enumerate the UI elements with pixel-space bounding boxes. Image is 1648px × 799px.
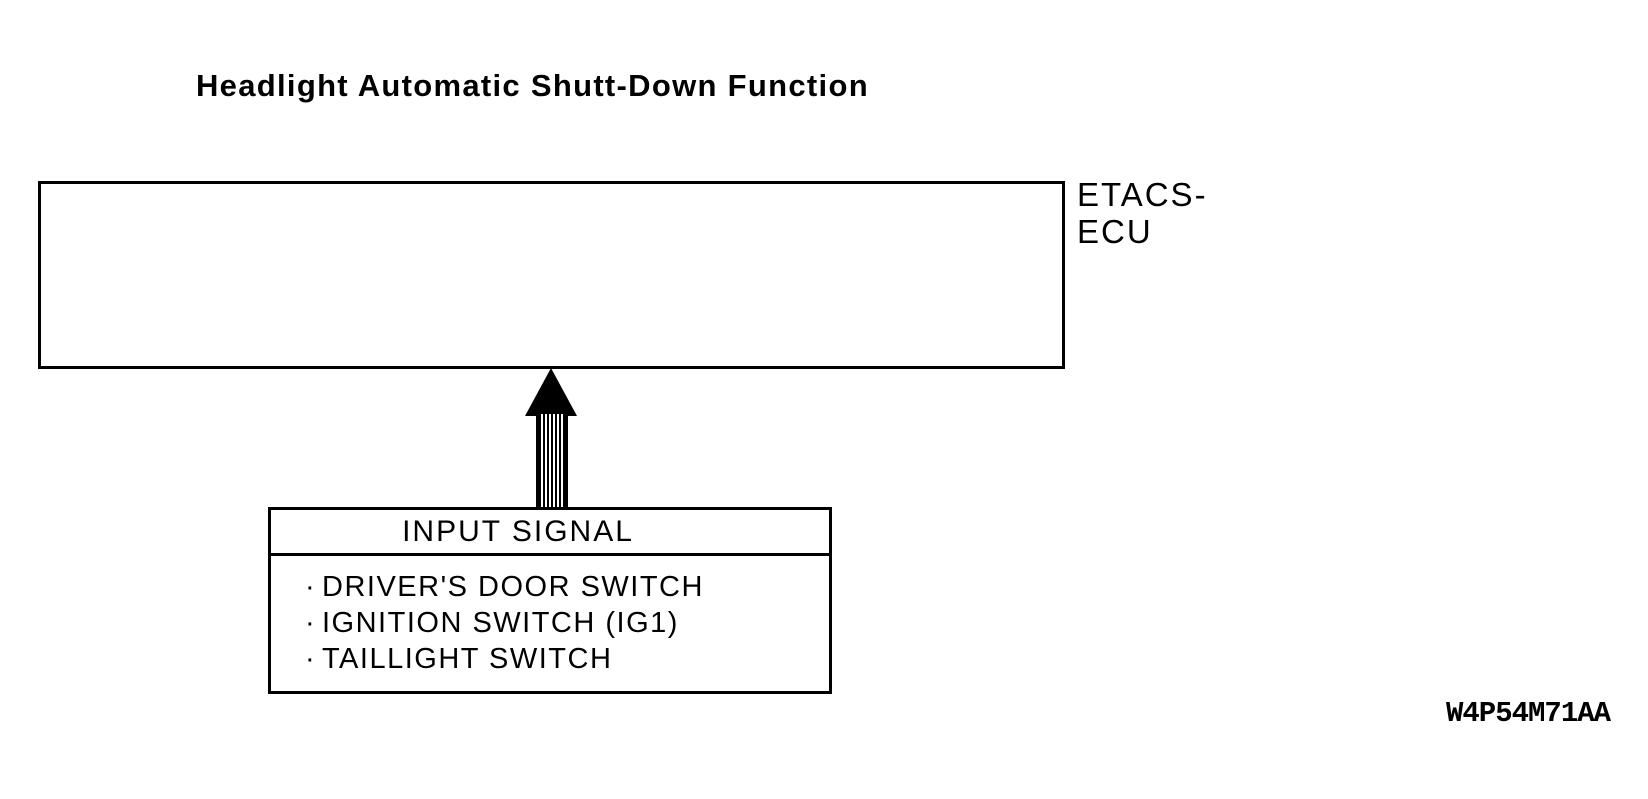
input-signal-box: INPUT SIGNAL · DRIVER'S DOOR SWITCH · IG… [268, 507, 832, 694]
list-item-label: DRIVER'S DOOR SWITCH [322, 571, 704, 603]
list-item: · TAILLIGHT SWITCH [305, 641, 829, 677]
diagram-title: Headlight Automatic Shutt-Down Function [196, 68, 869, 103]
etacs-ecu-box [38, 181, 1065, 369]
bullet-dot-icon: · [305, 607, 317, 639]
figure-code: W4P54M71AA [1446, 697, 1611, 730]
list-item-label: IGNITION SWITCH (IG1) [322, 607, 679, 639]
up-arrow-icon [525, 368, 577, 416]
bullet-dot-icon: · [305, 643, 317, 675]
up-arrow-shaft-lines [536, 414, 568, 507]
input-signal-header-label: INPUT SIGNAL [402, 514, 634, 548]
etacs-ecu-label-line2: ECU [1077, 213, 1153, 250]
etacs-ecu-label-line1: ETACS- [1077, 176, 1208, 213]
list-item-label: TAILLIGHT SWITCH [322, 643, 613, 675]
bullet-dot-icon: · [305, 571, 317, 603]
list-item: · DRIVER'S DOOR SWITCH [305, 569, 829, 605]
list-item: · IGNITION SWITCH (IG1) [305, 605, 829, 641]
etacs-ecu-label: ETACS- ECU [1077, 176, 1208, 250]
input-signal-list: · DRIVER'S DOOR SWITCH · IGNITION SWITCH… [271, 556, 829, 691]
input-signal-header: INPUT SIGNAL [271, 510, 829, 556]
